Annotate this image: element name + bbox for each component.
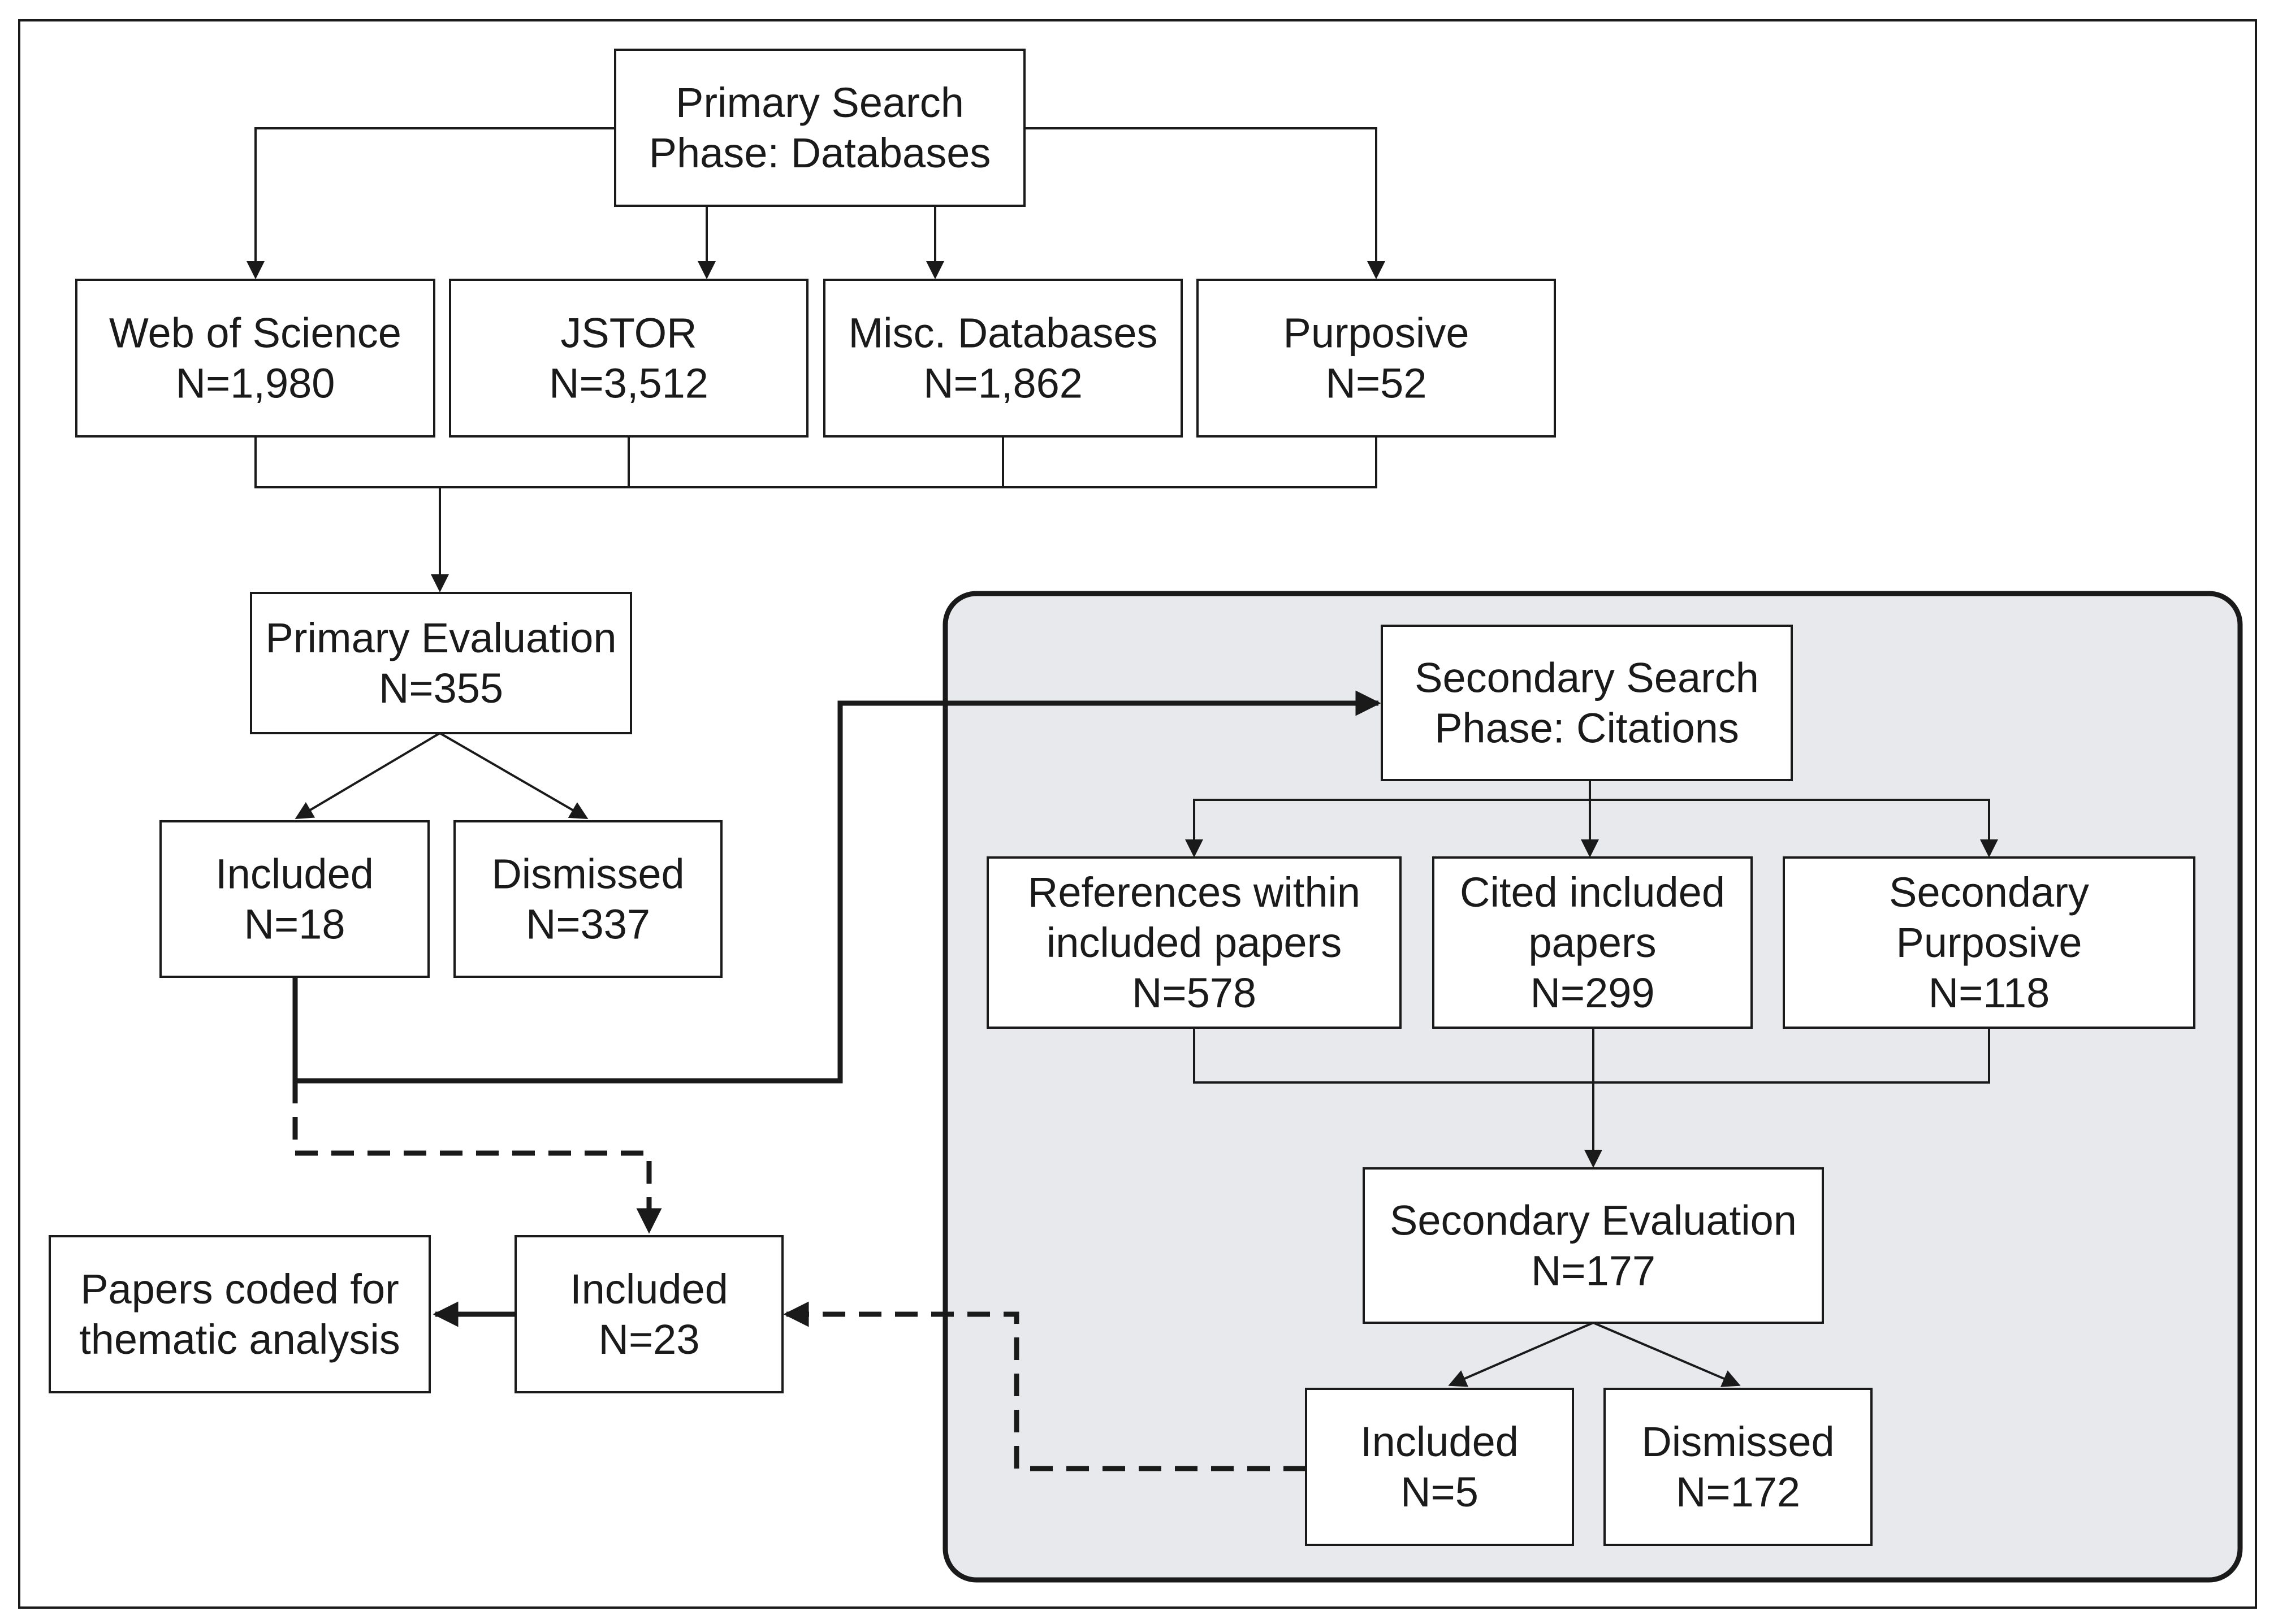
node-dismissed-secondary-label-line: Dismissed	[1641, 1418, 1834, 1465]
node-primary-evaluation-label-line: Primary Evaluation	[265, 614, 616, 661]
node-web-of-science-label-line: N=1,980	[176, 360, 335, 407]
node-cited-included-label-line: Cited included	[1460, 869, 1725, 916]
node-secondary-purposive-label-line: Secondary	[1889, 869, 2089, 916]
node-jstor-box	[449, 279, 809, 438]
node-web-of-science-label-line: Web of Science	[109, 310, 401, 357]
node-references-within-label-line: N=578	[1132, 969, 1256, 1016]
node-primary-search-box	[614, 49, 1026, 207]
node-secondary-search-box	[1381, 625, 1793, 781]
node-included-primary-label-line: Included	[215, 851, 374, 898]
node-purposive-box	[1196, 279, 1556, 438]
node-dismissed-primary-box	[453, 820, 723, 978]
node-dismissed-secondary-box	[1603, 1388, 1873, 1546]
node-included-final-label-line: N=23	[599, 1316, 700, 1363]
connector-secondary-search-to-purposive	[1590, 799, 1998, 858]
node-primary-search-label-line: Primary Search	[676, 79, 964, 126]
connector-sec-eval-to-included	[1448, 1322, 1594, 1387]
connector-search-to-wos	[247, 127, 615, 279]
node-included-final-label-line: Included	[570, 1266, 728, 1313]
connector-sec-eval-to-dismissed	[1593, 1322, 1741, 1387]
node-secondary-evaluation-box	[1363, 1167, 1824, 1324]
node-secondary-purposive-label-line: Purposive	[1896, 919, 2082, 966]
node-secondary-purposive-label-line: N=118	[1929, 969, 2050, 1016]
dashed-connector-secondary-included-to-final	[783, 1301, 1306, 1471]
node-primary-evaluation-box	[250, 592, 632, 734]
node-jstor-label-line: JSTOR	[560, 310, 697, 357]
node-included-primary-label-line: N=18	[244, 901, 345, 948]
node-primary-search-label-line: Phase: Databases	[649, 129, 991, 176]
node-dismissed-secondary-label-line: N=172	[1676, 1469, 1800, 1515]
node-secondary-evaluation-label-line: Secondary Evaluation	[1390, 1197, 1797, 1244]
node-jstor-label-line: N=3,512	[549, 360, 708, 407]
node-misc-databases-label-line: N=1,862	[923, 360, 1083, 407]
node-secondary-evaluation-label-line: N=177	[1531, 1248, 1655, 1294]
node-papers-coded-label-line: Papers coded for	[80, 1266, 399, 1313]
node-references-within-box	[987, 856, 1402, 1029]
bold-connector-included-to-secondary-search	[292, 690, 1381, 1084]
connector-eval-to-included	[295, 732, 441, 820]
connector-eval-to-dismissed	[439, 732, 589, 820]
node-cited-included-label-line: N=299	[1530, 969, 1654, 1016]
node-misc-databases-label-line: Misc. Databases	[849, 310, 1158, 357]
node-included-primary-box	[159, 820, 430, 978]
node-references-within-label-line: References within	[1028, 869, 1360, 916]
node-dismissed-primary-label-line: Dismissed	[491, 851, 684, 898]
node-purposive-label-line: Purposive	[1283, 310, 1469, 357]
connector-secondary-search-to-references	[1185, 780, 1591, 858]
node-misc-databases-box	[823, 279, 1183, 438]
connector-secondary-merge	[1193, 1028, 1990, 1084]
node-included-secondary-label-line: N=5	[1400, 1469, 1478, 1515]
node-web-of-science-box	[75, 279, 435, 438]
node-cited-included-label-line: papers	[1528, 919, 1656, 966]
node-primary-evaluation-label-line: N=355	[379, 665, 503, 712]
node-secondary-search-label-line: Phase: Citations	[1434, 705, 1739, 752]
node-included-secondary-box	[1305, 1388, 1574, 1546]
dashed-connector-primary-included-to-final	[292, 1081, 662, 1234]
node-secondary-purposive-box	[1783, 856, 2195, 1029]
node-cited-included-box	[1432, 856, 1753, 1029]
node-dismissed-primary-label-line: N=337	[526, 901, 650, 948]
connectors	[247, 127, 1998, 1387]
connector-databases-merge	[254, 436, 1377, 488]
node-purposive-label-line: N=52	[1326, 360, 1427, 407]
node-papers-coded-label-line: thematic analysis	[79, 1316, 400, 1363]
node-included-secondary-label-line: Included	[1360, 1418, 1519, 1465]
node-references-within-label-line: included papers	[1047, 919, 1342, 966]
node-secondary-search-label-line: Secondary Search	[1415, 655, 1759, 701]
node-included-final-box	[515, 1235, 784, 1393]
node-papers-coded-box	[49, 1235, 431, 1393]
connector-search-to-purposive	[1024, 127, 1385, 279]
